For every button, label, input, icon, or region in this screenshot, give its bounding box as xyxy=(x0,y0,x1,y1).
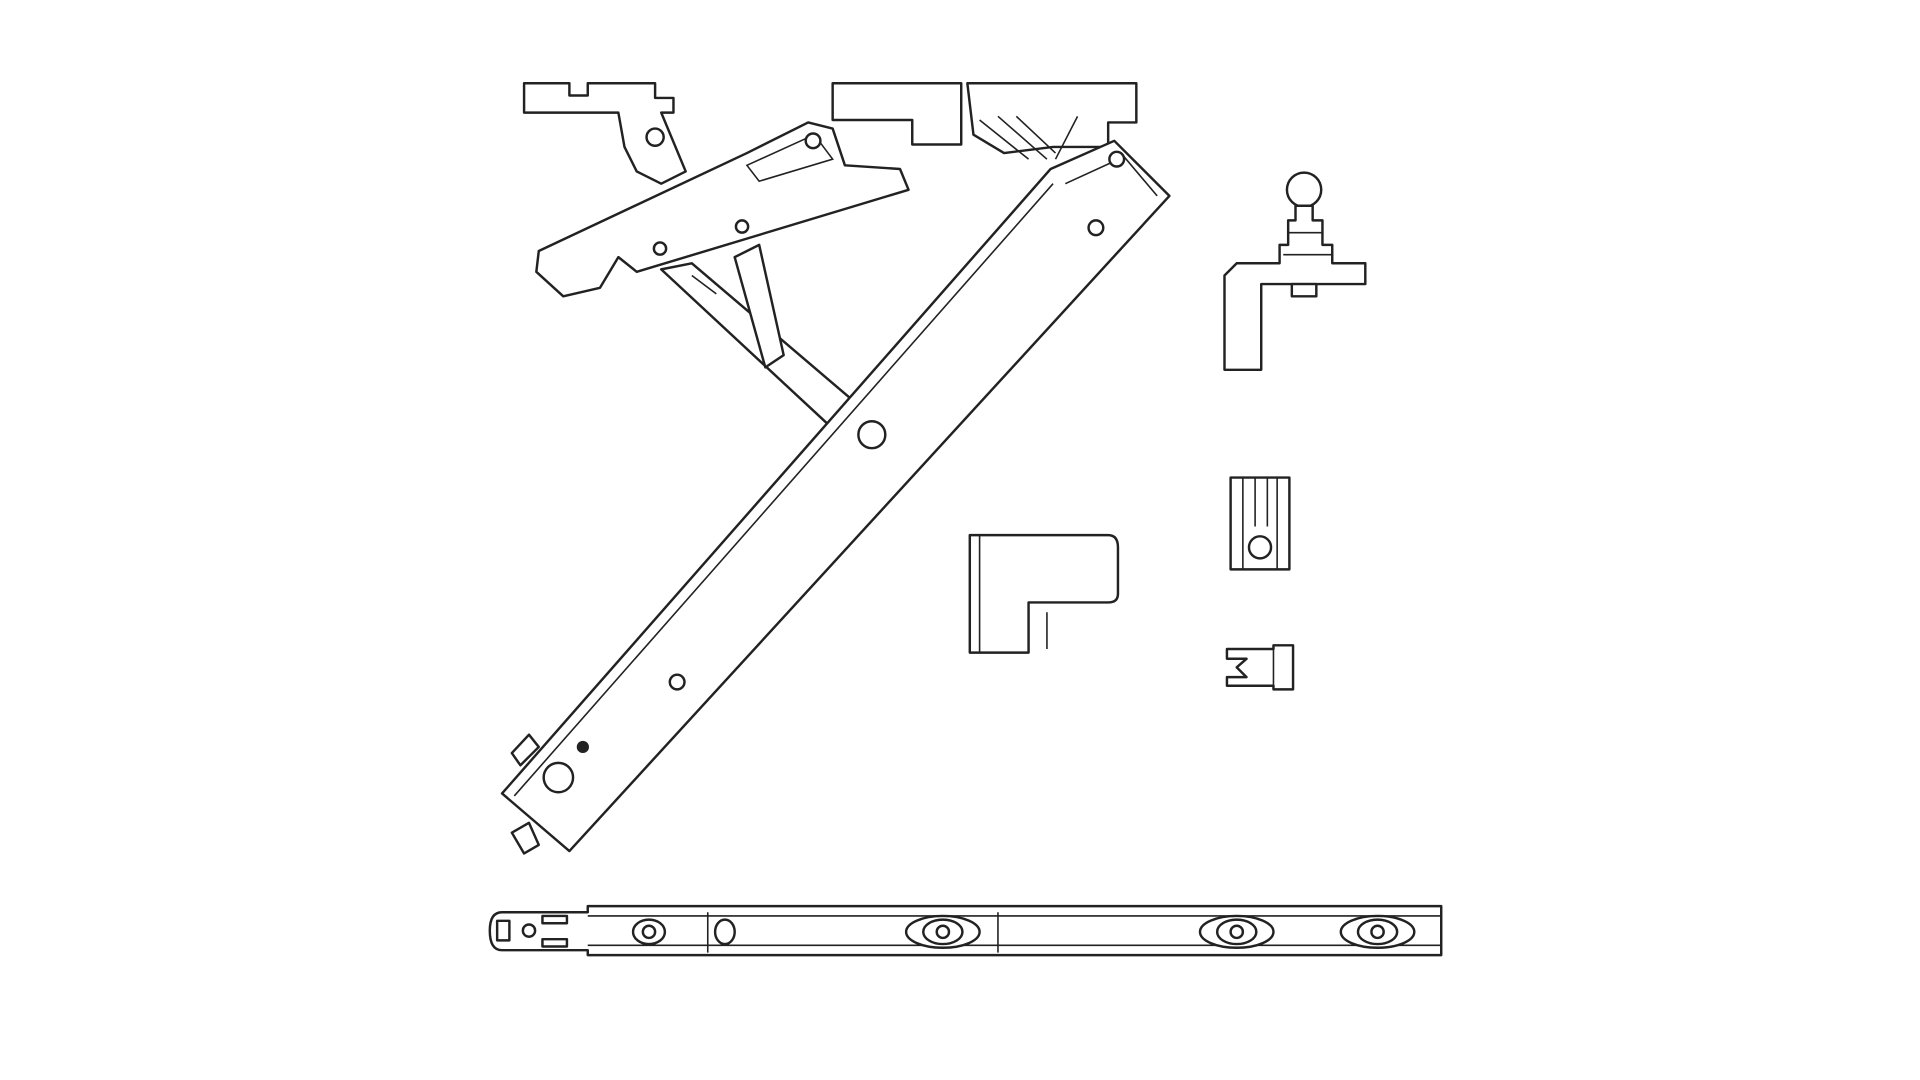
link-arm xyxy=(660,243,859,430)
top-mount-blocks xyxy=(831,82,1138,160)
slider-block xyxy=(1229,476,1291,571)
hinge-bracket xyxy=(522,82,687,185)
end-clip xyxy=(1225,644,1295,691)
track-rail xyxy=(488,904,1443,957)
ball-stud-bracket xyxy=(1223,171,1367,372)
l-shaped-stop-block xyxy=(968,533,1120,654)
main-stay-arm xyxy=(500,139,1171,855)
lever-arm xyxy=(535,121,910,298)
